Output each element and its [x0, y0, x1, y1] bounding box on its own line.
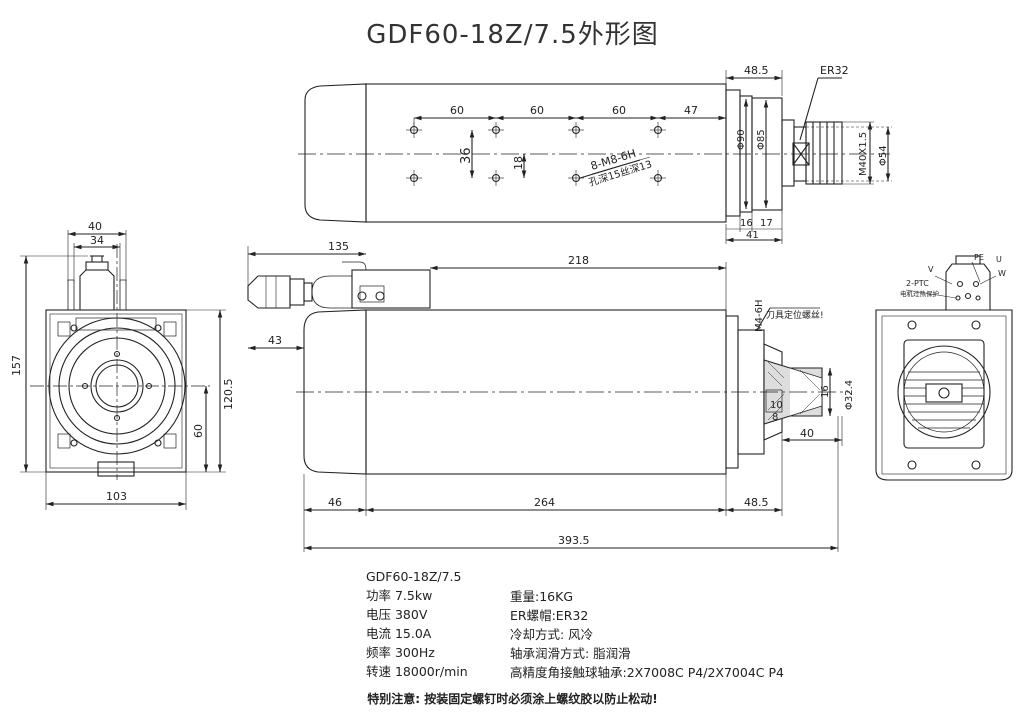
dim-8: 8 — [772, 412, 778, 423]
spec-frequency: 频率 300Hz — [366, 645, 435, 660]
dim-10: 10 — [770, 400, 783, 411]
dim-393-5: 393.5 — [558, 534, 590, 547]
dim-h120-5: 120.5 — [222, 379, 235, 411]
dim-d32-4: Φ32.4 — [844, 380, 855, 410]
dim-135: 135 — [328, 240, 349, 253]
dim-16: 16 — [740, 218, 753, 229]
dim-48-5-side: 48.5 — [744, 496, 769, 509]
terminal-pe: PE — [974, 253, 984, 262]
dim-47: 47 — [684, 104, 698, 117]
dim-40-side: 40 — [800, 427, 814, 440]
spec-er-nut: ER螺帽:ER32 — [510, 608, 589, 623]
dim-46: 46 — [328, 496, 342, 509]
tool-screw-note: 刀具定位螺丝! — [766, 309, 824, 321]
dim-36: 36 — [459, 147, 474, 164]
dim-m4: M4-6H — [754, 300, 765, 332]
spec-voltage: 电压 380V — [366, 607, 428, 622]
terminal-u: U — [996, 255, 1002, 264]
dim-218: 218 — [568, 254, 589, 267]
dim-60-c: 60 — [612, 104, 626, 117]
dimension-labels: 48.5 ER32 60 60 60 47 36 18 8-M8-6H 孔深15… — [10, 64, 1006, 547]
right-end-view — [875, 255, 1013, 481]
dim-d54: Φ54 — [878, 145, 889, 166]
dim-m40: M40X1.5 — [858, 132, 869, 176]
dim-48-5-top: 48.5 — [744, 64, 769, 77]
side-view — [247, 246, 850, 552]
dim-h157: 157 — [10, 355, 23, 376]
dim-h60: 60 — [192, 424, 205, 438]
spec-list-left: GDF60-18Z/7.5 功率 7.5kw 电压 380V 电流 15.0A … — [366, 567, 468, 681]
top-view — [298, 70, 892, 244]
spec-bearings: 高精度角接触球轴承:2X7008C P4/2X7004C P4 — [510, 665, 784, 680]
spec-weight: 重量:16KG — [510, 589, 574, 604]
dim-60-a: 60 — [450, 104, 464, 117]
ptc-note: 电机过热保护 — [900, 289, 939, 298]
spec-lubrication: 轴承润滑方式: 脂润滑 — [510, 646, 631, 661]
spec-model: GDF60-18Z/7.5 — [366, 569, 462, 584]
warning-note: 特别注意: 按装固定螺钉时必须涂上螺纹胶以防止松动! — [367, 692, 658, 706]
dim-16-side: 16 — [820, 385, 831, 398]
dim-d90: Φ90 — [736, 129, 747, 150]
dim-264: 264 — [534, 496, 555, 509]
dim-er32: ER32 — [820, 64, 849, 77]
spec-current: 电流 15.0A — [366, 626, 432, 641]
dim-60-b: 60 — [530, 104, 544, 117]
left-end-view — [20, 230, 226, 510]
dim-w40: 40 — [88, 220, 102, 233]
terminal-ptc: 2-PTC — [906, 279, 929, 288]
spec-cooling: 冷却方式: 风冷 — [510, 627, 594, 642]
terminal-w: W — [998, 269, 1006, 278]
spec-speed: 转速 18000r/min — [366, 664, 468, 679]
dim-17: 17 — [760, 218, 773, 229]
dim-d85: Φ85 — [756, 129, 767, 150]
terminal-v: V — [928, 265, 934, 274]
drawing-title: GDF60-18Z/7.5外形图 — [366, 20, 659, 50]
dim-w103: 103 — [106, 490, 127, 503]
dim-41: 41 — [746, 230, 759, 241]
dim-43: 43 — [268, 334, 282, 347]
spec-power: 功率 7.5kw — [366, 588, 433, 603]
dim-18: 18 — [512, 156, 525, 170]
dim-w34: 34 — [90, 234, 104, 247]
spec-list-right: 重量:16KG ER螺帽:ER32 冷却方式: 风冷 轴承润滑方式: 脂润滑 高… — [510, 587, 784, 682]
